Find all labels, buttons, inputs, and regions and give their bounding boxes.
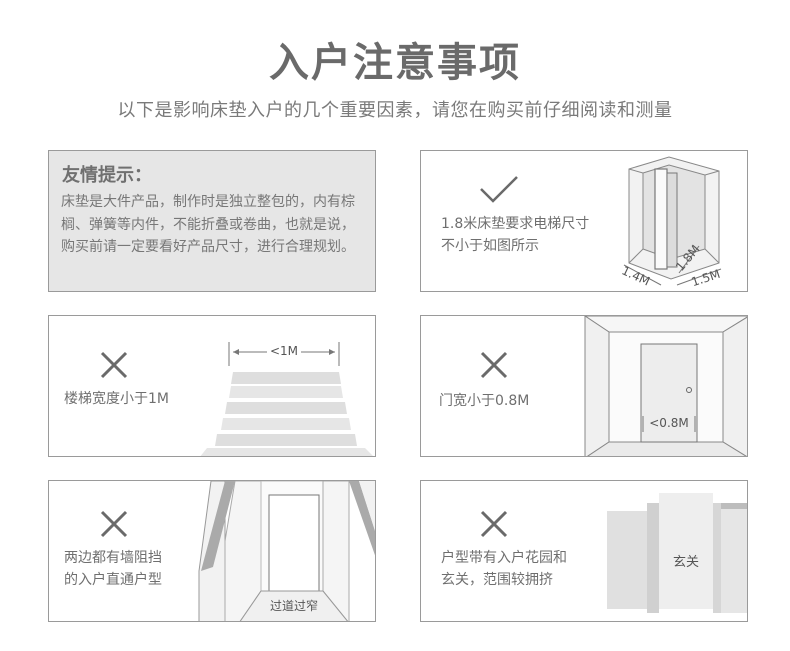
elevator-text-line1: 1.8米床垫要求电梯尺寸 <box>441 216 590 232</box>
elevator-card: 1.8米床垫要求电梯尺寸 不小于如图所示 1.4M 1.5M 1.8M <box>420 150 748 292</box>
corridor-card: 两边都有墙阻挡 的入户直通户型 过道过窄 <box>48 480 376 622</box>
stairs-text: 楼梯宽度小于1M <box>64 391 169 407</box>
corridor-label: 过道过窄 <box>269 599 318 613</box>
garden-text-line2: 玄关，范围较拥挤 <box>441 572 553 588</box>
elevator-illustration <box>623 156 722 286</box>
garden-card: 户型带有入户花园和 玄关，范围较拥挤 玄关 <box>420 480 748 622</box>
door-dim: <0.8M <box>649 416 689 430</box>
door-illustration <box>584 316 747 456</box>
cross-icon <box>100 510 128 538</box>
tip-title: 友情提示： <box>62 165 152 186</box>
garden-text-line1: 户型带有入户花园和 <box>441 550 567 566</box>
garden-illustration <box>607 493 747 613</box>
door-card: 门宽小于0.8M <0.8M <box>420 315 748 457</box>
cross-icon <box>100 351 128 379</box>
stairs-card: 楼梯宽度小于1M <1M <box>48 315 376 457</box>
corridor-text-line2: 的入户直通户型 <box>64 572 162 588</box>
tip-card: 友情提示： 床垫是大件产品，制作时是独立整包的，内有棕榈、弹簧等内件，不能折叠或… <box>48 150 376 292</box>
check-icon <box>480 176 518 203</box>
cross-icon <box>480 351 508 379</box>
garden-label: 玄关 <box>672 555 699 570</box>
corridor-illustration <box>198 481 375 621</box>
door-text: 门宽小于0.8M <box>439 393 530 409</box>
corridor-text-line1: 两边都有墙阻挡 <box>64 550 162 566</box>
stairs-illustration <box>200 342 373 456</box>
stairs-dim: <1M <box>269 344 299 358</box>
page-title: 入户注意事项 <box>269 40 521 86</box>
cross-icon <box>480 510 508 538</box>
page-subtitle: 以下是影响床垫入户的几个重要因素，请您在购买前仔细阅读和测量 <box>117 100 673 121</box>
tip-body: 床垫是大件产品，制作时是独立整包的，内有棕榈、弹簧等内件，不能折叠或卷曲，也就是… <box>61 194 355 255</box>
elevator-text-line2: 不小于如图所示 <box>441 238 539 254</box>
